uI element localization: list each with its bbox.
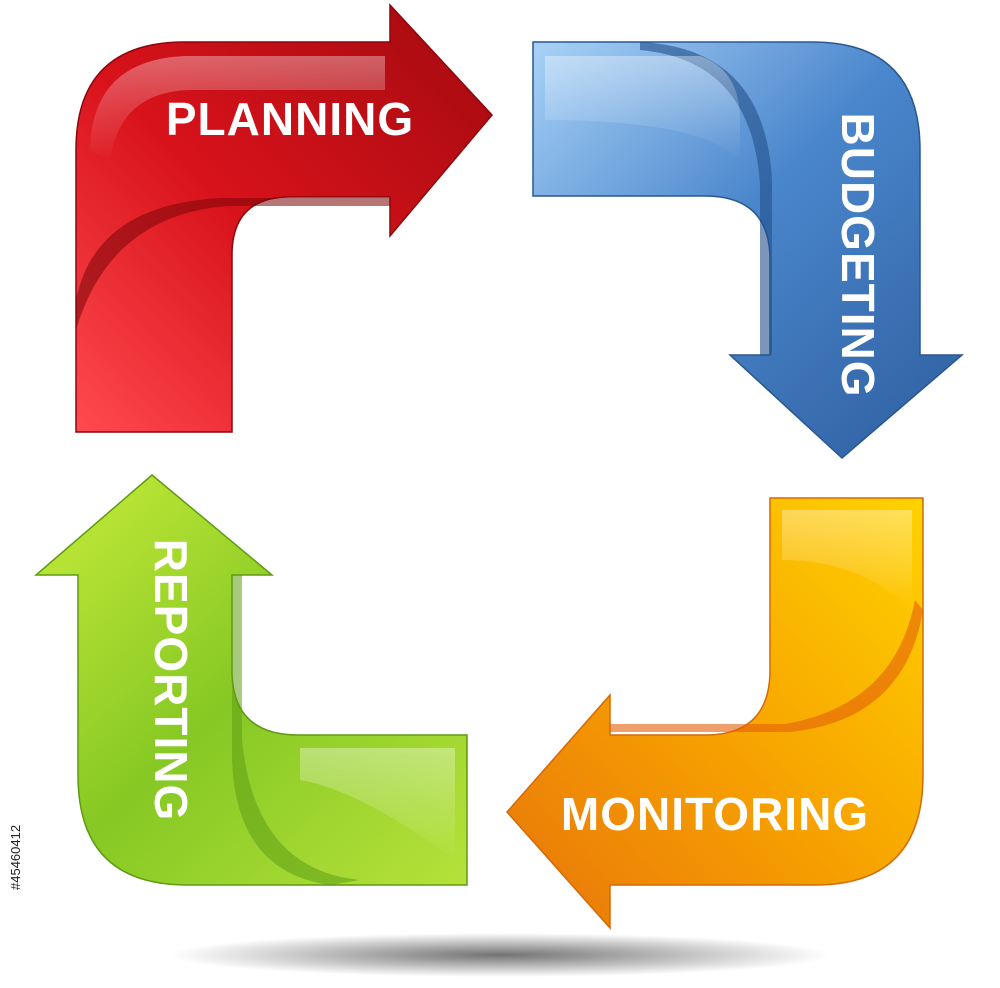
step-label: MONITORING <box>561 788 869 840</box>
stock-id-label: #45460412 <box>8 824 23 890</box>
arrow-planning: PLANNING <box>75 3 494 433</box>
step-label: PLANNING <box>166 93 414 145</box>
floor-shadow <box>170 933 830 977</box>
arrow-monitoring: MONITORING <box>505 497 924 930</box>
arrow-reporting: REPORTING <box>33 474 468 886</box>
arrow-budgeting: BUDGETING <box>532 41 965 460</box>
step-label: REPORTING <box>145 539 197 821</box>
step-label: BUDGETING <box>832 113 884 398</box>
